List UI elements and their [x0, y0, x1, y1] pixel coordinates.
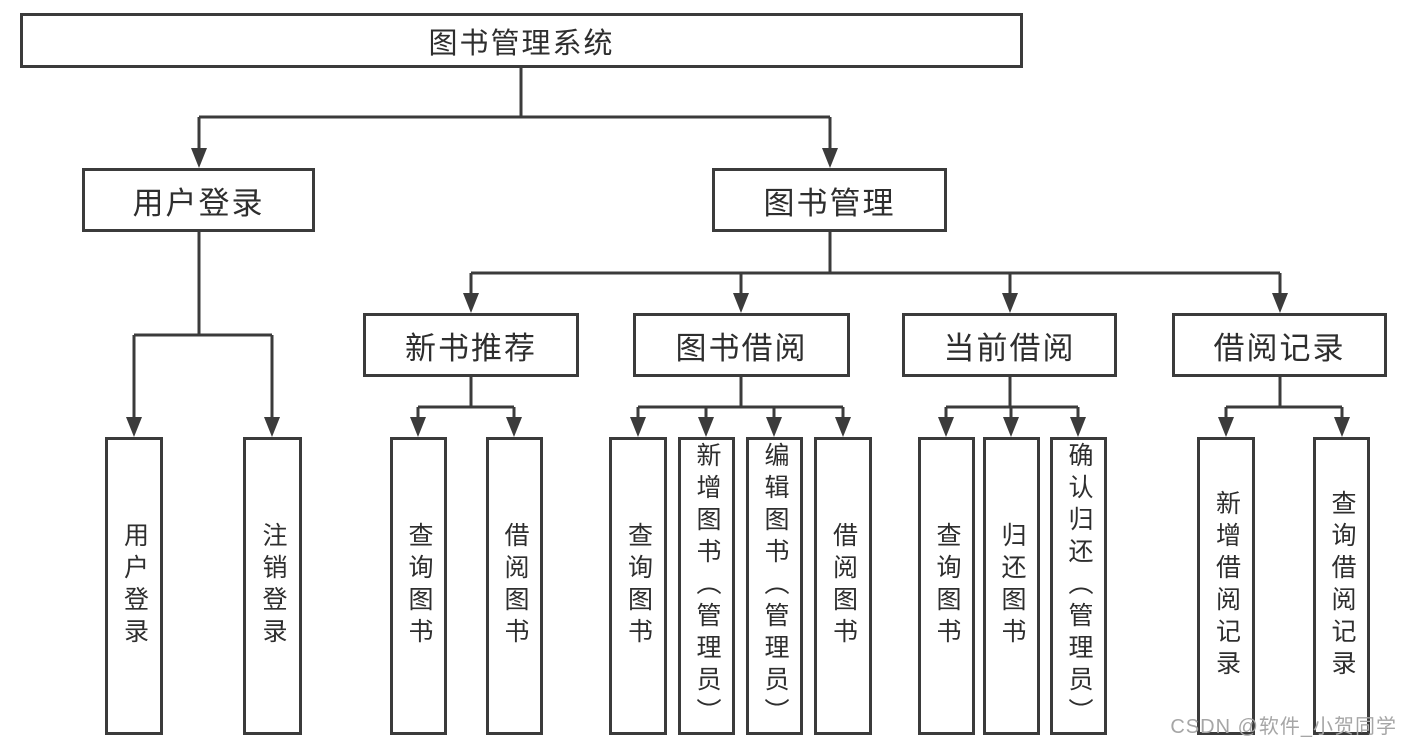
- node-book-borrow-label: 图书借阅: [675, 330, 808, 366]
- node-user-login-label: 用户登录: [132, 185, 265, 221]
- node-new-book-recommend-label: 新书推荐: [405, 330, 537, 366]
- leaf-confirm-return-admin: 确认归还（管理员）: [1050, 437, 1107, 735]
- csdn-watermark: CSDN @软件_小贺同学: [1170, 716, 1397, 738]
- node-borrow-records: 借阅记录: [1172, 313, 1387, 377]
- leaf-borrow-books-borrow: 借阅图书: [814, 437, 872, 735]
- leaf-add-book-admin: 新增图书（管理员）: [678, 437, 735, 735]
- node-book-management-label: 图书管理: [763, 185, 896, 221]
- node-root-label: 图书管理系统: [428, 27, 615, 60]
- node-book-borrow: 图书借阅: [633, 313, 850, 377]
- node-user-login: 用户登录: [82, 168, 315, 232]
- node-root-system: 图书管理系统: [20, 13, 1023, 68]
- node-book-management: 图书管理: [712, 168, 947, 232]
- leaf-borrow-books-recommend: 借阅图书: [486, 437, 543, 735]
- leaf-add-borrow-record: 新增借阅记录: [1197, 437, 1255, 735]
- leaf-user-login: 用户登录: [105, 437, 163, 735]
- leaf-query-books-current: 查询图书: [918, 437, 975, 735]
- leaf-query-books-borrow: 查询图书: [609, 437, 667, 735]
- node-borrow-records-label: 借阅记录: [1213, 330, 1346, 366]
- leaf-return-book: 归还图书: [983, 437, 1040, 735]
- leaf-query-books-recommend: 查询图书: [390, 437, 447, 735]
- node-new-book-recommend: 新书推荐: [363, 313, 579, 377]
- leaf-edit-book-admin: 编辑图书（管理员）: [746, 437, 803, 735]
- leaf-query-borrow-record: 查询借阅记录: [1313, 437, 1370, 735]
- leaf-logout: 注销登录: [243, 437, 302, 735]
- node-current-borrow: 当前借阅: [902, 313, 1117, 377]
- node-current-borrow-label: 当前借阅: [943, 330, 1076, 366]
